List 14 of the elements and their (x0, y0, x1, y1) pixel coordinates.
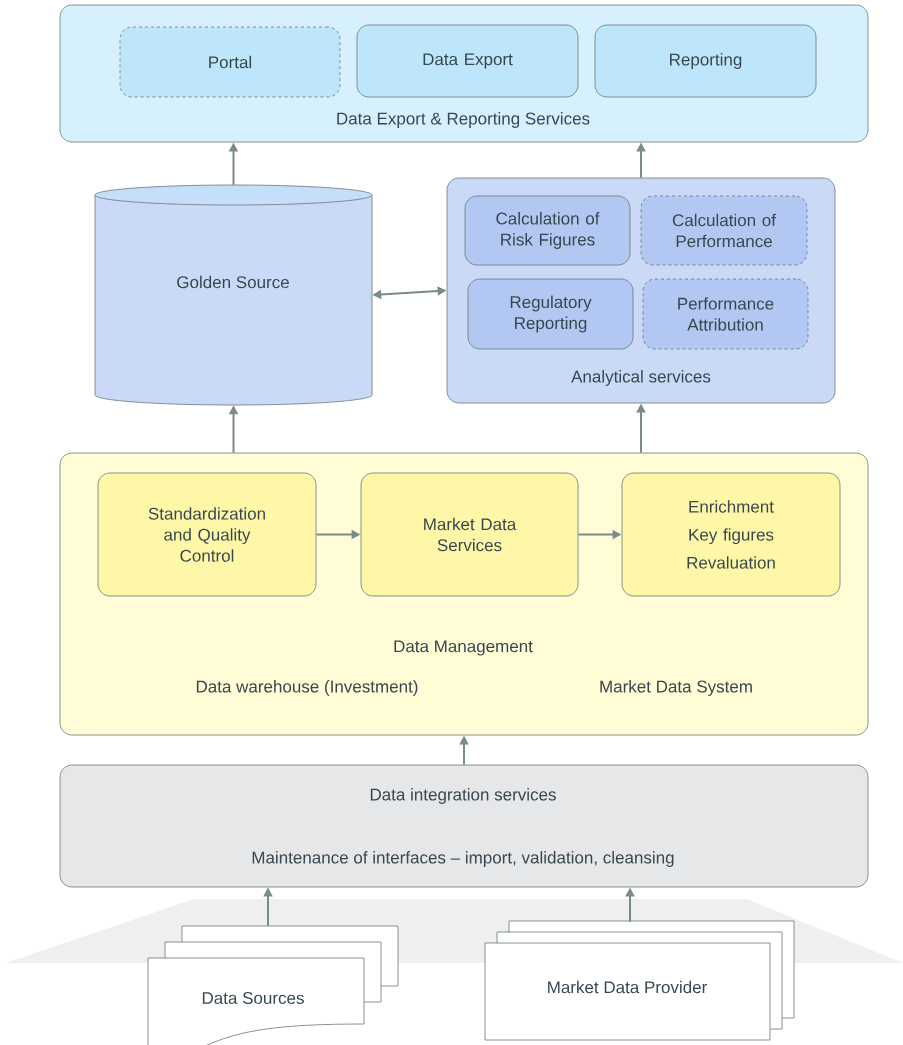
process-box: Standardization and Quality Control (97, 472, 317, 597)
panel: Data integration services Maintenance of interfaces – import, validation, cleansing (59, 764, 869, 888)
service-box: Calculation of Risk Figures (464, 195, 631, 266)
database-cylinder: Golden Source (94, 184, 373, 406)
process-box: Enrichment Key figures Revaluation (621, 472, 841, 597)
service-box: Calculation of Performance (640, 195, 808, 266)
service-box: Regulatory Reporting (467, 278, 634, 350)
service-box: Reporting (594, 24, 817, 98)
document-stack: Market Data Provider (484, 920, 795, 1041)
process-box: Market Data Services (360, 472, 579, 597)
document-stack: Data Sources (147, 925, 399, 1045)
service-box: Performance Attribution (642, 278, 809, 350)
service-box: Portal (119, 26, 341, 98)
service-box: Data Export (356, 24, 579, 98)
